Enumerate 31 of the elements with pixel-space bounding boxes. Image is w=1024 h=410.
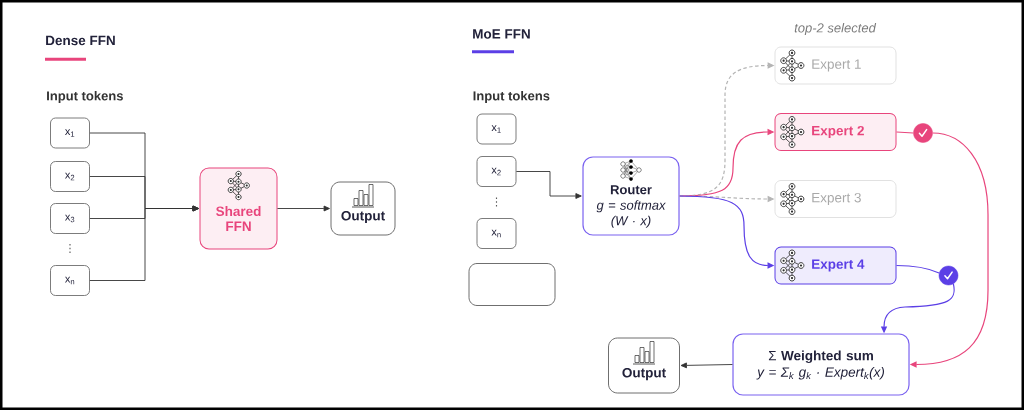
token-box: x$_{2}$ bbox=[476, 156, 517, 187]
sum-box: Σ Weighted sum y = Σ$_{k}$ g$_{k}$ · Expert$_{k}$(x) bbox=[732, 333, 910, 396]
token-box: x$_{n}$ bbox=[476, 218, 517, 249]
arrow bbox=[680, 362, 733, 369]
arrow bbox=[89, 205, 199, 281]
ellipsis: ⋮ bbox=[69, 244, 71, 253]
token-box: x$_{1}$ bbox=[476, 113, 517, 145]
token-box: x$_{3}$ bbox=[50, 203, 90, 234]
check-badge bbox=[913, 123, 933, 143]
ellipsis: ⋮ bbox=[495, 197, 498, 207]
arrow bbox=[515, 171, 582, 199]
check-badge bbox=[938, 265, 959, 286]
router-box: Router g = softmax (W · x) bbox=[582, 156, 680, 236]
connector-line bbox=[895, 264, 940, 274]
process-box: Shared FFN bbox=[199, 167, 278, 250]
annotation: top-2 selected bbox=[794, 22, 877, 36]
column-heading: Input tokens bbox=[47, 90, 123, 104]
section-title: Dense FFN bbox=[46, 35, 115, 46]
expert-box: Expert 4 bbox=[774, 246, 897, 285]
arrow bbox=[277, 205, 330, 212]
expert-box: Expert 3 bbox=[774, 180, 897, 218]
output-box: Output bbox=[608, 337, 680, 394]
section-title: MoE FFN bbox=[473, 29, 530, 39]
empty-box bbox=[468, 263, 556, 306]
output-box: Output bbox=[330, 181, 396, 236]
expert-box: Expert 2 bbox=[774, 113, 897, 151]
token-box: x$_{1}$ bbox=[50, 117, 90, 149]
token-box: x$_{2}$ bbox=[50, 161, 90, 192]
token-box: x$_{n}$ bbox=[50, 265, 90, 296]
connector-line bbox=[895, 131, 914, 134]
expert-box: Expert 1 bbox=[774, 46, 897, 85]
